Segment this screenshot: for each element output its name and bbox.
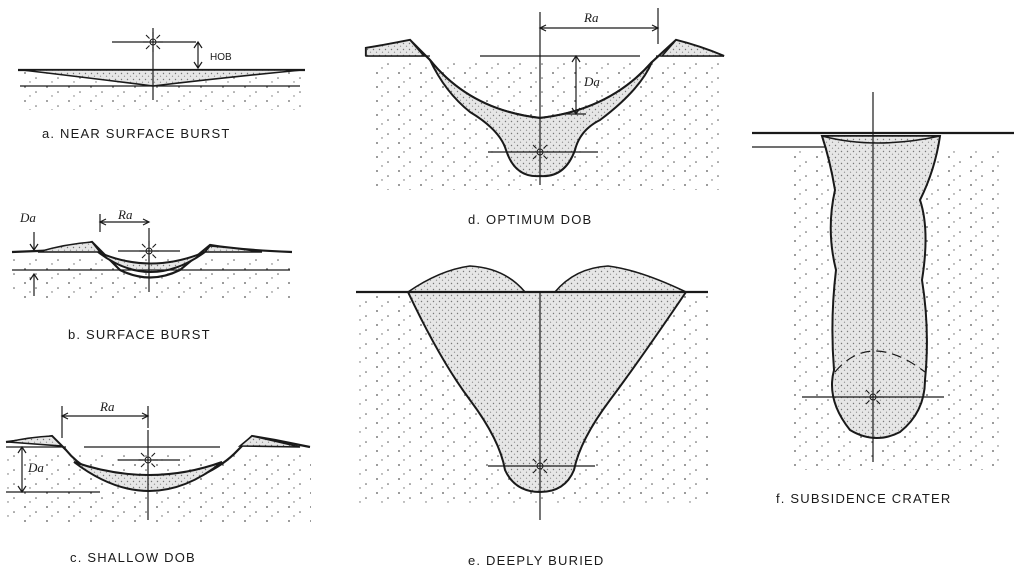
mound-right [553,265,687,293]
caption-c: c. SHALLOW DOB [70,550,196,565]
ra-dimension [60,406,150,438]
panel-d: Ra Da d. OPTIMUM DOB [364,8,725,227]
da-dimension [562,54,586,116]
caption-d: d. OPTIMUM DOB [468,212,592,227]
panel-b: Ra Da b. SURFACE BURST [11,207,293,342]
caption-f: f. SUBSIDENCE CRATER [776,491,951,506]
lip-left [37,241,102,253]
da-label: Da [583,74,600,89]
ra-label: Ra [583,10,599,25]
subsidence-column [820,135,942,439]
mound-left [405,265,527,293]
ra-label: Ra [117,207,133,222]
ra-dimension [98,214,151,232]
caption-e: e. DEEPLY BURIED [468,553,605,568]
surface-dish [821,135,941,144]
lip-left [7,435,65,447]
ra-dimension [538,8,660,44]
lip-right [203,245,263,253]
hob-dimension [193,40,203,70]
da-dimension [17,445,27,494]
panel-e: e. DEEPLY BURIED [356,265,708,568]
ra-label: Ra [99,399,115,414]
panel-c: Ra Da c. SHALLOW DOB [5,399,311,565]
lip-left [365,39,426,57]
da-label: Da [27,460,44,475]
panel-f: f. SUBSIDENCE CRATER [752,92,1014,506]
lip-right [660,39,725,57]
caption-b: b. SURFACE BURST [68,327,211,342]
lip-right [237,435,301,448]
crater-fill [97,251,206,273]
da-label: Da [19,210,36,225]
cavity-roof-dashed [834,350,926,373]
panel-a: HOB a. NEAR SURFACE BURST [18,28,305,141]
hob-label: HOB [210,52,232,63]
caption-a: a. NEAR SURFACE BURST [42,126,230,141]
da-dimension [29,232,39,296]
